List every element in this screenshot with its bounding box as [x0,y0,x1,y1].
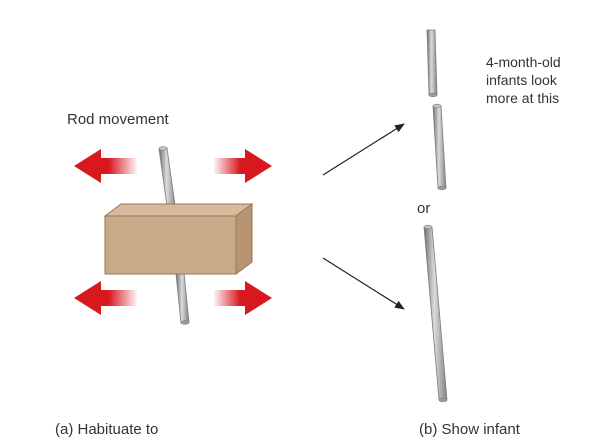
occluding-box [103,203,254,275]
rod-movement-label: Rod movement [67,111,169,128]
note-line: 4-month-old [486,54,561,70]
caption-show-infant: (b) Show infant [419,421,520,438]
broken-rod [426,29,447,191]
caption-habituate: (a) Habituate to [55,421,159,438]
arrow-left-top [74,149,137,183]
arrow-right-bottom [214,281,272,315]
note-line: infants look [486,72,557,88]
or-label: or [417,200,431,217]
infant-look-note: 4-month-old infants look more at this [486,53,561,107]
arrow-left-bottom [74,281,137,315]
pointer-arrow-down [322,257,405,310]
note-line: more at this [486,90,560,106]
pointer-arrow-up [322,123,405,176]
rod-movement-arrows [74,149,272,315]
arrow-right-top [214,149,272,183]
complete-rod [423,224,448,403]
